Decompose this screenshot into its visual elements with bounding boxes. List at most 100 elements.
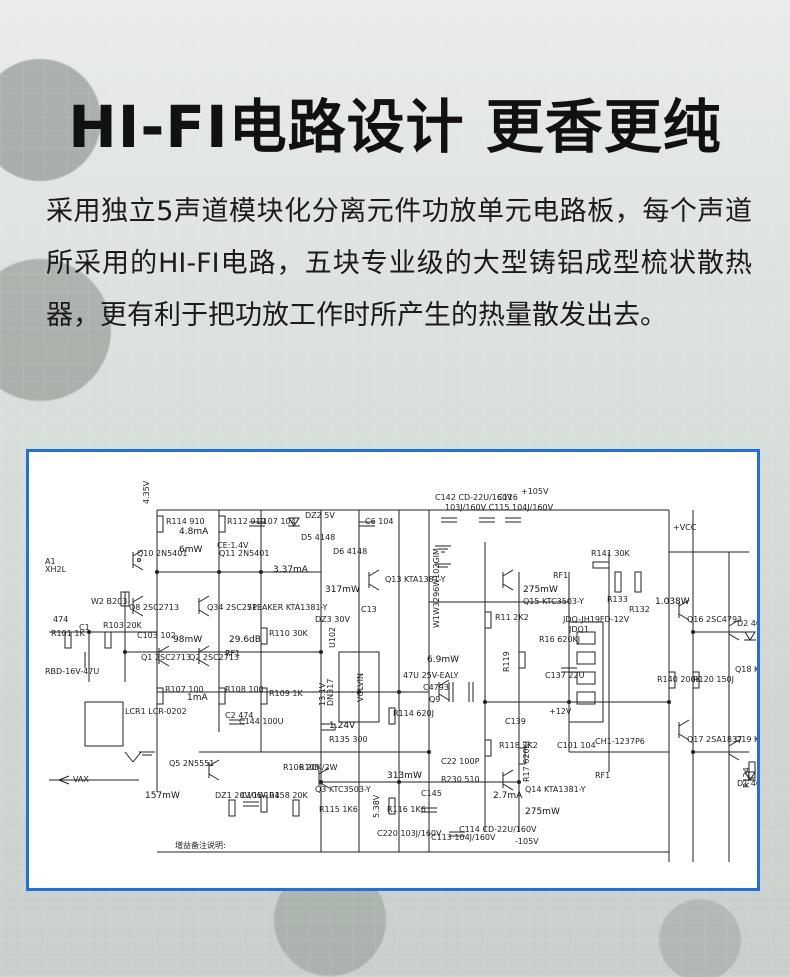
label-c1: C1: [79, 623, 90, 632]
label-q19: Q19 KSP: [735, 735, 757, 744]
label-c114: C114 CD-22U/160V: [459, 825, 537, 834]
label-c107: C107 104: [257, 517, 296, 526]
label-5-38v: 5.38V: [372, 794, 381, 818]
label-2-7ma: 2.7mA: [493, 791, 523, 801]
description-text: 采用独立5声道模块化分离元件功放单元电路板，每个声道所采用的HI-FI电路，五块…: [46, 196, 752, 331]
label-c137: C137 22U: [545, 671, 585, 680]
label-dz2: DZ2 5V: [305, 511, 335, 520]
label-ce-1-4v: CE:1.4V: [217, 541, 249, 550]
label-313mw: 313mW: [387, 771, 422, 781]
label-29-6db: 29.6dB: [229, 635, 261, 645]
label-jdq: JDQ-JH19FD-12V: [562, 615, 630, 624]
label-a1: A1: [45, 557, 56, 566]
label-minus-105v: -105V: [515, 837, 539, 846]
label-r119: R119: [502, 651, 511, 672]
label-r141: R141 30K: [591, 549, 631, 558]
label-c145: C145: [421, 789, 442, 798]
label-r135: R135 300: [329, 735, 368, 744]
label-dn317: DN317: [326, 679, 335, 706]
label-u102: U102: [328, 627, 337, 648]
label-474: 474: [53, 615, 68, 624]
label-r132: R132: [629, 605, 650, 614]
label-c116: C116: [497, 493, 518, 502]
label-r115: R115 1K6: [319, 805, 358, 814]
label-r133: R133: [607, 595, 628, 604]
label-r118: R118 2K2: [499, 741, 538, 750]
circuit-schematic: 4.35V R114 910 4.8mA R112 910 C107 104 D…: [45, 480, 757, 862]
label-xh2l: XH2L: [45, 565, 67, 574]
label-d2: D2 4004: [737, 619, 757, 628]
label-c220: C220 103J/160V: [377, 829, 442, 838]
label-q2: Q2 2SC2713: [189, 653, 239, 662]
label-c144: C144 100U: [239, 717, 284, 726]
label-6mw: 6mW: [179, 545, 202, 555]
label-q1: Q1 2SC2713: [141, 653, 191, 662]
label-note: 增益备注说明:: [175, 840, 226, 850]
label-r110: R110 30K: [269, 629, 309, 638]
label-3-37ma: 3.37mA: [273, 565, 309, 575]
label-c4793: C4793: [423, 683, 449, 692]
label-1ma: 1mA: [187, 693, 208, 703]
label-v-top: 4.35V: [142, 480, 151, 504]
label-q10: Q10 2N5401: [137, 549, 187, 558]
label-r106: R106 20K/2W: [283, 763, 338, 772]
label-275mw-bottom: 275mW: [525, 807, 560, 817]
label-1-038w: 1.038W: [655, 597, 690, 607]
label-ch1: CH1-1237P6: [595, 737, 645, 746]
label-rf1-bottom: RF1: [595, 771, 610, 780]
label-volvin: VOLVIN: [356, 673, 365, 702]
label-r158: R158 20K: [269, 791, 309, 800]
label-c113: C113 104J/160V: [431, 833, 496, 842]
label-c116-values: 103J/160V C115 104J/160V: [445, 503, 554, 512]
label-d6: D6 4148: [333, 547, 367, 556]
label-d1: D1 4004: [737, 779, 757, 788]
label-c2: C2 474: [225, 711, 254, 720]
label-w2: W2 B203: [91, 597, 127, 606]
label-c103: C103 102: [137, 631, 176, 640]
label-d5: D5 4148: [301, 533, 335, 542]
label-1-24v: 1.24V: [329, 721, 356, 731]
label-q8: Q8 2SC2713: [129, 603, 179, 612]
label-r114: R114 910: [166, 517, 205, 526]
label-4-8ma: 4.8mA: [179, 527, 209, 537]
label-q34: Q34 2SC2713: [207, 603, 262, 612]
label-vax: VAX: [73, 775, 89, 784]
label-c22: C22 100P: [441, 757, 480, 766]
label-q16: Q16 2SC4793: [687, 615, 742, 624]
label-plus-105v: +105V: [521, 487, 549, 496]
label-q5: Q5 2N5551: [169, 759, 214, 768]
label-6-9mw: 6.9mW: [427, 655, 459, 665]
label-r230: R230 510: [441, 775, 480, 784]
label-jdq1: JDQ1: [568, 625, 589, 634]
label-c139: C139: [505, 717, 526, 726]
label-q3: Q3 KTC3503-Y: [315, 785, 371, 794]
label-c6: C6 104: [365, 517, 394, 526]
label-q13: Q13 KTA1381-Y: [385, 575, 446, 584]
label-r116: R116 1K6: [387, 805, 426, 814]
label-q9: Q9: [429, 695, 440, 704]
label-98mw: 98mW: [173, 635, 202, 645]
label-317mw: 317mW: [325, 585, 360, 595]
label-q17: Q17 2SA1837: [687, 735, 742, 744]
label-r112: R112 910: [227, 517, 266, 526]
label-c13: C13: [361, 605, 377, 614]
label-r11: R11 2K2: [495, 613, 529, 622]
label-rf1-mid: RF1: [225, 649, 240, 658]
label-dz1: DZ1 20V/1W: [215, 791, 266, 800]
label-w1: W1W3296W102GIM: [432, 548, 441, 628]
label-r109: R109 1K: [269, 689, 303, 698]
label-r140: R140 200K: [657, 675, 702, 684]
schematic-frame: 4.35V R114 910 4.8mA R112 910 C107 104 D…: [26, 449, 760, 891]
label-plus-12v: +12V: [549, 707, 572, 716]
label-157mw: 157mW: [145, 791, 180, 801]
label-q15: Q15 KTC3503-Y: [523, 597, 584, 606]
label-q11: Q11 2N5401: [219, 549, 269, 558]
label-275mw-top: 275mW: [523, 585, 558, 595]
label-r120: R120 150J: [693, 675, 734, 684]
label-lcr1: LCR1 LCR-0202: [125, 707, 187, 716]
label-dz3: DZ3 30V: [315, 615, 350, 624]
label-r108: R108 100: [225, 685, 264, 694]
label-c106: C106 104: [241, 791, 280, 800]
label-r107: R107 100: [165, 685, 204, 694]
label-r101: R101 1K: [51, 629, 85, 638]
